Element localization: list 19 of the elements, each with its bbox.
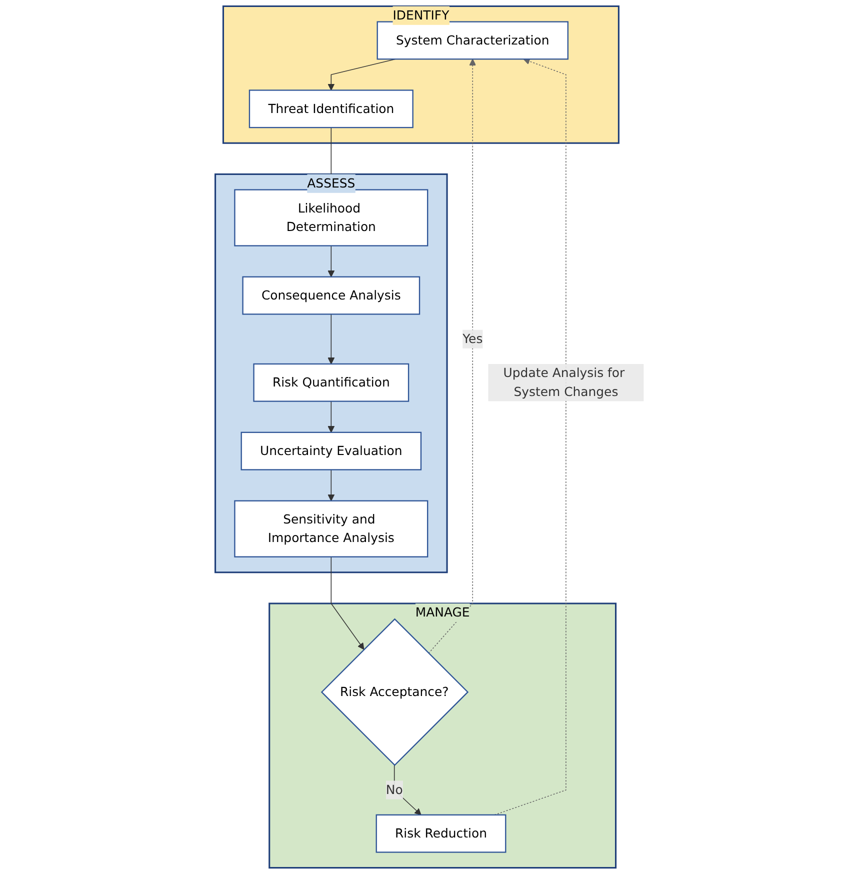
node-diamond: Risk Acceptance? [320, 618, 469, 766]
node-box: Uncertainty Evaluation [240, 432, 422, 470]
node-box: Consequence Analysis [242, 276, 420, 315]
edge-label: Yes [462, 331, 483, 346]
edge-label: No [386, 782, 403, 798]
node-box: Likelihood Determination [234, 189, 428, 246]
arrow [328, 245, 335, 278]
arrow [328, 469, 335, 502]
arrow [330, 556, 364, 650]
node-box: Risk Quantification [253, 363, 410, 402]
arrow [328, 400, 335, 433]
arrow [394, 764, 422, 816]
node-box: Risk Reduction [376, 814, 506, 853]
node-box: Sensitivity and Importance Analysis [234, 500, 428, 558]
arrow [428, 58, 476, 654]
arrow [328, 314, 335, 364]
node-box: System Characterization [376, 21, 568, 60]
edge-label: Update Analysis for System Changes [503, 366, 625, 399]
node-box: Threat Identification [248, 90, 414, 128]
